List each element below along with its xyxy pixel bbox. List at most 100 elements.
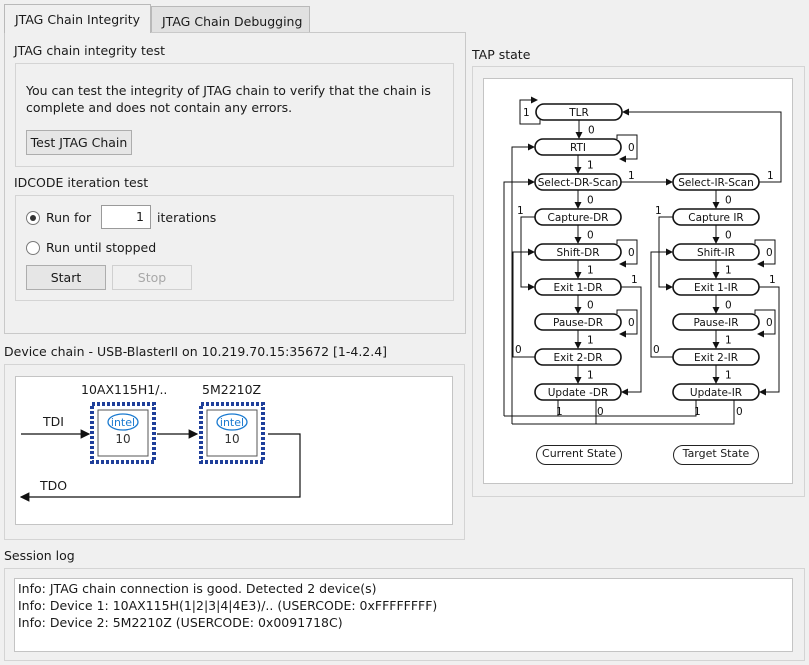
- tdo-line: [19, 433, 301, 502]
- tap-transition: [519, 96, 541, 125]
- run-for-label[interactable]: Run for: [46, 210, 92, 225]
- device-2-chip-icon: intel 10: [199, 402, 265, 464]
- tab-jtag-chain-integrity[interactable]: JTAG Chain Integrity: [4, 4, 151, 33]
- tap-state-select-ir[interactable]: Select-IR-Scan: [672, 173, 760, 191]
- tap-transition-label: 1: [725, 265, 732, 277]
- device-chain-diagram: 10AX115H1/.. 5M2210Z TDI TDO intel 10 in…: [19, 382, 301, 502]
- tap-state-label: Pause-IR: [693, 317, 738, 329]
- run-until-stopped-radio[interactable]: [26, 241, 40, 255]
- tap-transition-label: 1: [725, 335, 732, 347]
- tap-transition: [616, 309, 638, 338]
- tap-state-exit2-ir[interactable]: Exit 2-IR: [672, 348, 760, 366]
- tap-state-pause-ir[interactable]: Pause-IR: [672, 313, 760, 331]
- device-1-logo: intel: [111, 416, 135, 429]
- tap-state-label: Exit 2-IR: [694, 352, 738, 364]
- tap-state-label: Shift-IR: [697, 247, 735, 259]
- tdi-label: TDI: [42, 414, 64, 429]
- log-line: Info: Device 1: 10AX115H(1|2|3|4|4E3)/..…: [18, 598, 438, 613]
- tap-state-title: TAP state: [472, 47, 531, 62]
- tap-transition-label: 1: [556, 406, 563, 418]
- tap-transition-label: 0: [587, 195, 594, 207]
- session-log-title: Session log: [4, 548, 75, 563]
- tap-state-label: Update -DR: [548, 387, 609, 399]
- log-line: Info: JTAG chain connection is good. Det…: [18, 581, 377, 596]
- device-1-number: 10: [115, 432, 130, 446]
- device-2-number: 10: [224, 432, 239, 446]
- tap-transition-label: 0: [628, 142, 635, 154]
- tap-state-capture-dr[interactable]: Capture-DR: [534, 208, 622, 226]
- run-until-stopped-label[interactable]: Run until stopped: [46, 240, 157, 255]
- tap-state-exit1-dr[interactable]: Exit 1-DR: [534, 278, 622, 296]
- iterations-input[interactable]: 1: [101, 205, 151, 229]
- tap-transition-label: 0: [736, 406, 743, 418]
- tab-jtag-chain-debugging[interactable]: JTAG Chain Debugging: [151, 6, 310, 33]
- integrity-description-line2: complete and does not contain any errors…: [26, 100, 293, 115]
- tap-transition: [511, 143, 535, 424]
- tap-state-diagram: TLR RTI Select-DR-Scan Select-IR-ScanCaptur…: [503, 96, 782, 425]
- tap-transition: [512, 248, 535, 358]
- device-1-name: 10AX115H1/..: [81, 382, 167, 397]
- tap-transition-label: 1: [694, 406, 701, 418]
- tap-state-label: Update-IR: [690, 387, 742, 399]
- tap-transition-label: 1: [523, 107, 530, 119]
- idcode-title: IDCODE iteration test: [14, 175, 149, 190]
- tap-state-label: RTI: [570, 142, 586, 154]
- tap-state-select-dr[interactable]: Select-DR-Scan: [534, 173, 622, 191]
- tap-transition-label: 0: [725, 300, 732, 312]
- tap-transition: [754, 309, 776, 338]
- tap-state-update-ir[interactable]: Update-IR: [672, 383, 760, 401]
- tap-state-label: Capture-DR: [548, 212, 609, 224]
- device-chain-title: Device chain - USB-BlasterII on 10.219.7…: [4, 344, 388, 359]
- log-line: Info: Device 2: 5M2210Z (USERCODE: 0x009…: [18, 615, 343, 630]
- tap-transition-label: 0: [766, 247, 773, 259]
- tap-state-rti[interactable]: RTI: [534, 138, 622, 156]
- tdo-label: TDO: [39, 478, 67, 493]
- tap-state-shift-dr[interactable]: Shift-DR: [534, 243, 622, 261]
- tap-state-update-dr[interactable]: Update -DR: [534, 383, 622, 401]
- tap-state-label: Pause-DR: [553, 317, 603, 329]
- tap-transition-label: 1: [587, 265, 594, 277]
- tap-state-label: Capture IR: [688, 212, 743, 224]
- tap-transition-label: 1: [767, 170, 774, 182]
- run-for-radio[interactable]: [26, 211, 40, 225]
- tap-state-exit1-ir[interactable]: Exit 1-IR: [672, 278, 760, 296]
- tap-transition-label: 1: [587, 335, 594, 347]
- stop-button: Stop: [112, 265, 192, 290]
- tap-state-label: Exit 1-IR: [694, 282, 738, 294]
- tap-transition-label: 0: [653, 344, 660, 356]
- start-button[interactable]: Start: [26, 265, 106, 290]
- tap-state-capture-ir[interactable]: Capture IR: [672, 208, 760, 226]
- tap-transition: [754, 239, 776, 268]
- tap-state-label: Exit 1-DR: [553, 282, 602, 294]
- tap-state-label: TLR: [568, 107, 589, 119]
- device-1-chip-icon: intel 10: [90, 402, 156, 464]
- tap-transition-label: 1: [725, 370, 732, 382]
- tap-transition: [557, 400, 697, 417]
- tap-state-label: Select-IR-Scan: [678, 177, 753, 189]
- tap-state-exit2-dr[interactable]: Exit 2-DR: [534, 348, 622, 366]
- test-jtag-chain-button[interactable]: Test JTAG Chain: [26, 130, 132, 155]
- tap-transition-label: 0: [628, 247, 635, 259]
- iterations-label: iterations: [157, 210, 217, 225]
- tap-transition-label: 1: [587, 370, 594, 382]
- tap-transition-label: 0: [766, 317, 773, 329]
- integrity-title: JTAG chain integrity test: [14, 43, 165, 58]
- tap-transition-label: 0: [587, 230, 594, 242]
- tap-transition: [621, 286, 642, 396]
- integrity-panel: [4, 32, 466, 334]
- current-state-button[interactable]: Current State: [536, 445, 622, 465]
- tap-state-shift-ir[interactable]: Shift-IR: [672, 243, 760, 261]
- tap-transition-label: 1: [587, 160, 594, 172]
- tap-transition: [622, 108, 782, 183]
- tap-transition-label: 1: [769, 274, 776, 286]
- tap-state-pause-dr[interactable]: Pause-DR: [534, 313, 622, 331]
- tap-state-label: Exit 2-DR: [553, 352, 602, 364]
- device-2-logo: intel: [220, 416, 244, 429]
- tap-state-tlr[interactable]: TLR: [535, 103, 623, 121]
- tap-transition-label: 1: [655, 205, 662, 217]
- tap-transition: [650, 248, 673, 358]
- tap-transition-label: 1: [517, 205, 524, 217]
- tap-transition-label: 0: [515, 344, 522, 356]
- target-state-button[interactable]: Target State: [673, 445, 759, 465]
- tap-transition: [616, 239, 638, 268]
